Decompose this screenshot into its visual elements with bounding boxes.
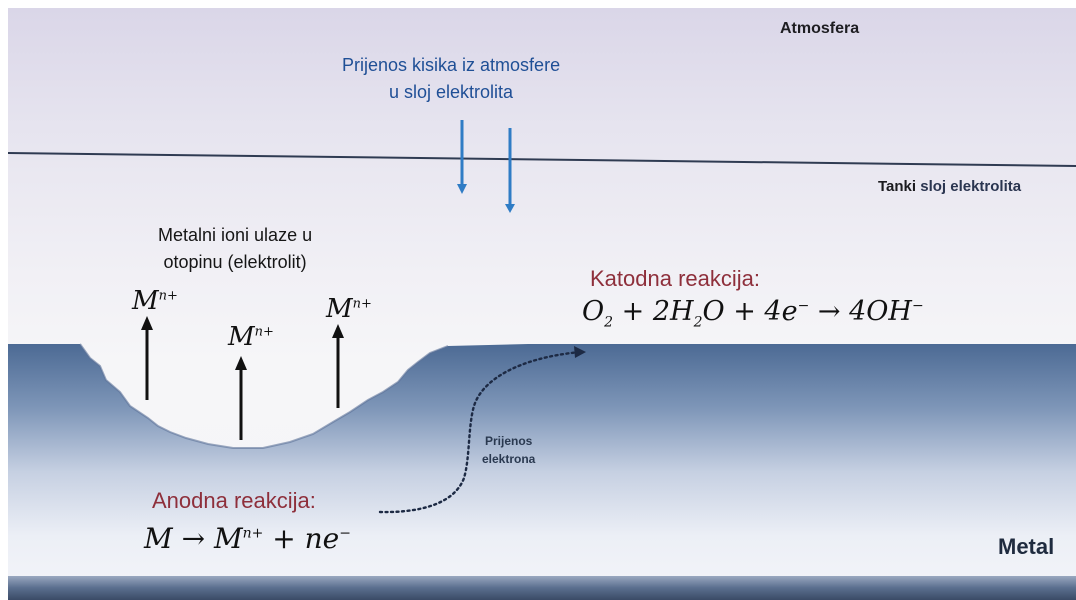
cathodic-reaction-title: Katodna reakcija: xyxy=(590,266,760,291)
ion-arrow-1-head xyxy=(141,316,153,330)
pit-edge xyxy=(79,343,449,449)
thin-word: Tanki xyxy=(878,178,921,195)
anodic-equation: M → Mn+ + ne− xyxy=(144,522,351,555)
atmosphere-label: Atmosfera xyxy=(780,20,860,37)
ion-label-1: Mn+ xyxy=(132,286,178,316)
electron-transfer-path xyxy=(378,350,582,514)
ion-label-3: Mn+ xyxy=(326,294,372,324)
oxygen-arrow-bar-head xyxy=(505,204,515,213)
corrosion-diagram: Atmosfera Prijenos kisika iz atmosfere u… xyxy=(8,8,1076,600)
ion-arrow-3-head xyxy=(332,324,344,338)
metal-label: Metal xyxy=(998,534,1055,559)
metal-bottom-band xyxy=(8,576,1076,600)
thin-electrolyte-label: Tanki sloj elektrolita xyxy=(878,178,1021,195)
ion-arrow-2-head xyxy=(235,356,247,370)
cathodic-equation: O2 + 2H2O + 4e− → 4OH− xyxy=(582,296,924,331)
electron-transfer-label: Prijenos elektrona xyxy=(482,434,536,466)
oxygen-transfer-label: Prijenos kisika iz atmosfere u sloj elek… xyxy=(342,55,561,102)
electrolyte-surface-line xyxy=(8,152,1076,167)
anodic-reaction-title: Anodna reakcija: xyxy=(152,488,316,513)
metal-body xyxy=(8,344,1076,600)
oxygen-arrow-down-head xyxy=(457,184,467,194)
diagram-graphics xyxy=(8,120,1076,600)
electron-transfer-arrowhead xyxy=(574,346,586,358)
ion-label-2: Mn+ xyxy=(228,322,274,352)
thin-rest: sloj elektrolita xyxy=(920,178,1022,195)
metal-ions-label: Metalni ioni ulaze u otopinu (elektrolit… xyxy=(158,225,313,272)
